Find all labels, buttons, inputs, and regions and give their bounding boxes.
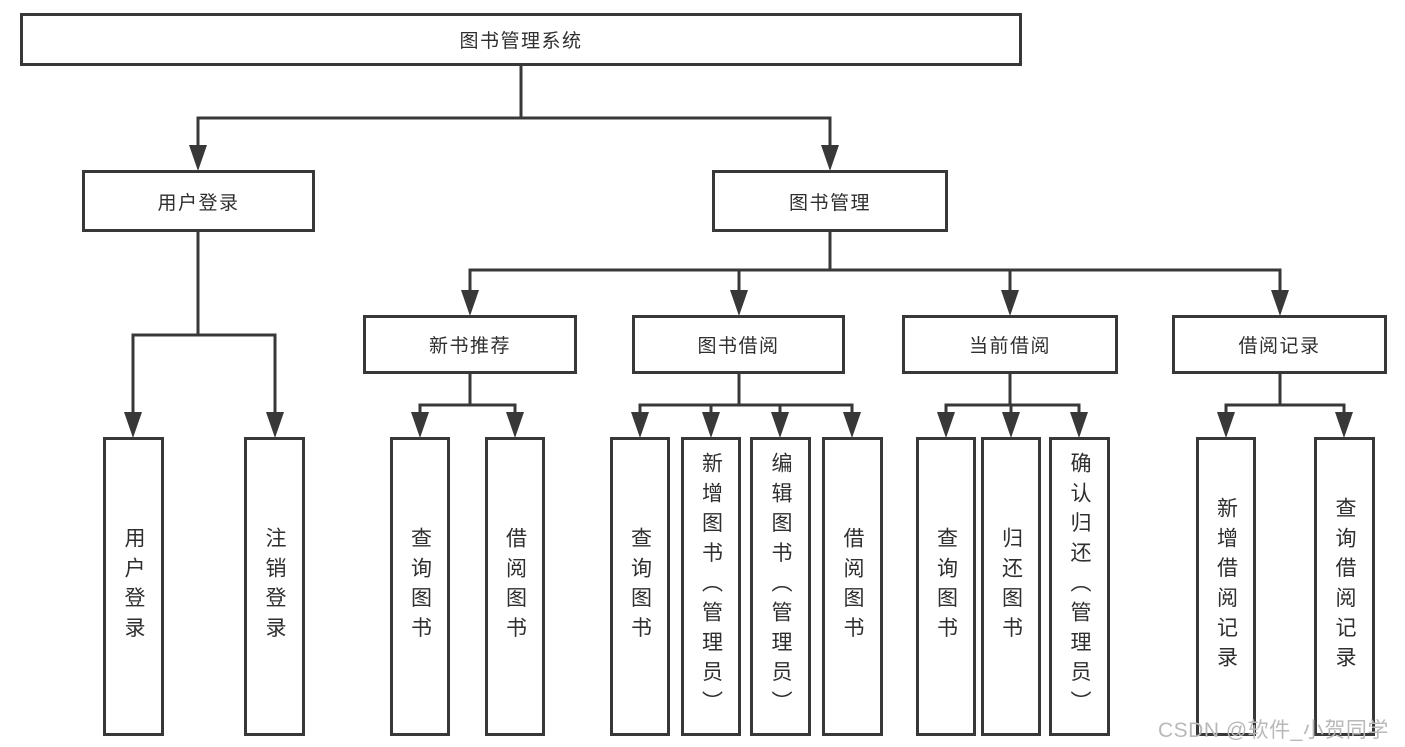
leaf-add-borrow-record: 新增借阅记录 (1196, 437, 1256, 736)
connector-new-book-branch (418, 372, 517, 428)
node-book-management-label: 图书管理 (788, 192, 871, 214)
leaf-query-books-2-label: 查询图书 (628, 526, 652, 647)
leaf-add-book-admin: 新增图书（管理员） (681, 437, 741, 736)
leaf-query-books-3: 查询图书 (916, 437, 976, 736)
leaf-query-borrow-record-label: 查询借阅记录 (1333, 497, 1356, 676)
node-borrow-records-label: 借阅记录 (1238, 336, 1321, 357)
connector-root-to-level2 (196, 64, 832, 162)
leaf-user-login: 用户登录 (103, 437, 164, 736)
connector-user-login-branch (131, 230, 277, 428)
leaf-return-books-label: 归还图书 (999, 526, 1023, 647)
leaf-add-book-admin-label: 新增图书（管理员） (699, 452, 723, 721)
leaf-borrow-books-1: 借阅图书 (485, 437, 545, 736)
leaf-logout: 注销登录 (244, 437, 305, 736)
node-book-borrow: 图书借阅 (632, 315, 845, 374)
node-current-borrow: 当前借阅 (902, 315, 1118, 374)
leaf-logout-label: 注销登录 (263, 526, 286, 647)
leaf-user-login-label: 用户登录 (122, 526, 145, 647)
node-borrow-records: 借阅记录 (1172, 315, 1387, 374)
node-user-login-label: 用户登录 (157, 192, 240, 214)
leaf-borrow-books-2: 借阅图书 (822, 437, 883, 736)
node-book-borrow-label: 图书借阅 (697, 336, 780, 357)
leaf-query-books-1-label: 查询图书 (408, 526, 432, 647)
leaf-edit-book-admin: 编辑图书（管理员） (750, 437, 811, 736)
csdn-watermark: CSDN @软件_小贺同学 (1158, 719, 1389, 742)
node-library-system: 图书管理系统 (20, 13, 1022, 66)
node-library-system-label: 图书管理系统 (459, 31, 583, 52)
leaf-borrow-books-2-label: 借阅图书 (841, 526, 864, 647)
connector-borrow-records-branch (1224, 372, 1346, 428)
node-user-login: 用户登录 (82, 170, 315, 232)
node-book-management: 图书管理 (712, 170, 948, 232)
leaf-query-borrow-record: 查询借阅记录 (1314, 437, 1375, 736)
leaf-query-books-3-label: 查询图书 (934, 526, 958, 647)
leaf-return-books: 归还图书 (981, 437, 1041, 736)
connector-book-borrow-branch (638, 372, 854, 428)
connector-book-management-branch (468, 230, 1282, 307)
leaf-borrow-books-1-label: 借阅图书 (503, 526, 527, 647)
leaf-edit-book-admin-label: 编辑图书（管理员） (769, 452, 792, 721)
leaf-query-books-2: 查询图书 (610, 437, 670, 736)
node-new-book-recommend: 新书推荐 (363, 315, 577, 374)
arrowheads (124, 145, 1353, 438)
leaf-add-borrow-record-label: 新增借阅记录 (1214, 497, 1238, 676)
leaf-confirm-return-admin-label: 确认归还（管理员） (1068, 452, 1091, 721)
leaf-query-books-1: 查询图书 (390, 437, 450, 736)
leaf-confirm-return-admin: 确认归还（管理员） (1049, 437, 1110, 736)
node-new-book-recommend-label: 新书推荐 (428, 336, 511, 357)
node-current-borrow-label: 当前借阅 (968, 336, 1051, 357)
